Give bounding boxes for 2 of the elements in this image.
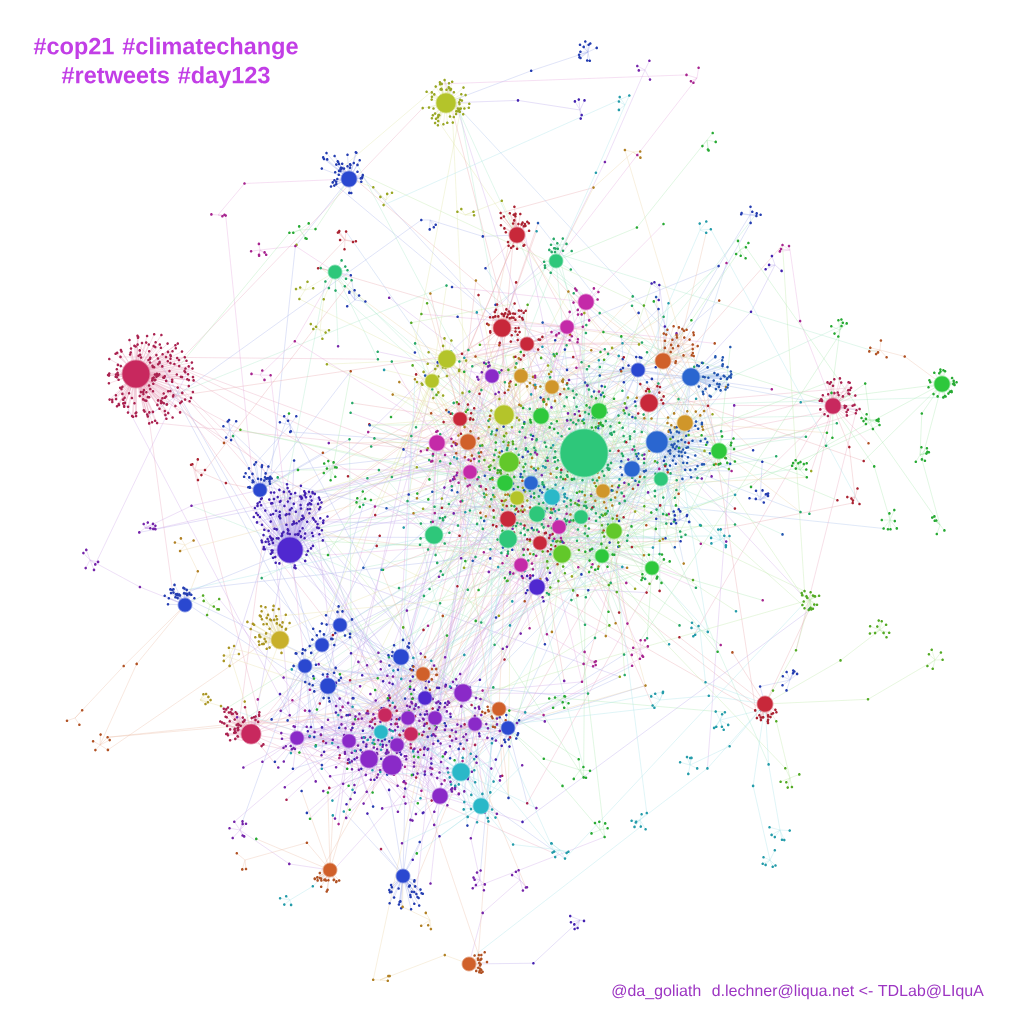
credit-text: d.lechner@liqua.net <- TDLab@LIquA: [712, 984, 984, 1000]
credit-text: @da_goliath: [612, 984, 701, 1000]
